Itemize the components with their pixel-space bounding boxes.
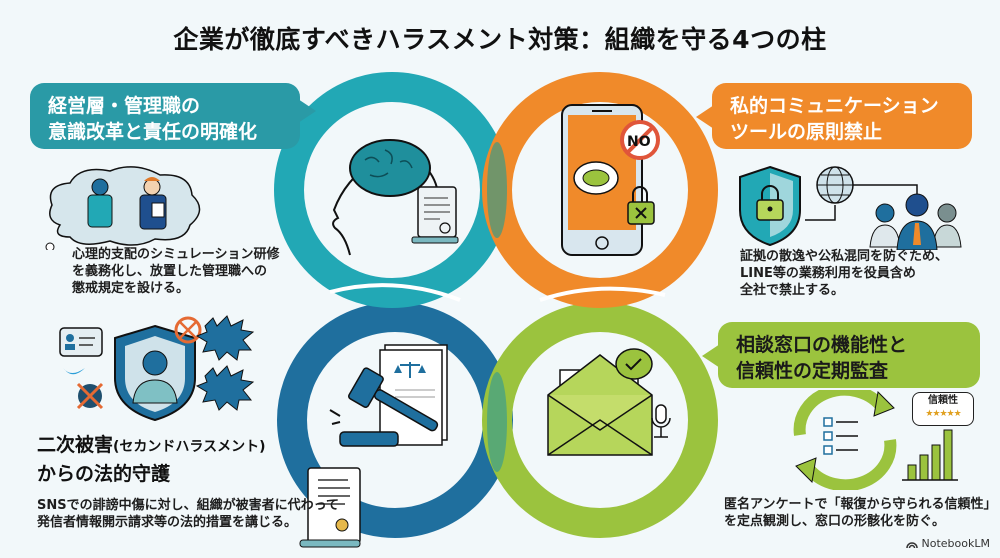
blue-ring bbox=[277, 302, 513, 538]
gavel-icon bbox=[329, 344, 448, 447]
envelope-icon bbox=[547, 348, 671, 456]
pillar-secondary-harm-description: SNSでの誹謗中傷に対し、組織が被害者に代わって 発信者情報開示請求等の法的措置… bbox=[37, 498, 339, 530]
green-ring bbox=[482, 302, 718, 538]
pillar-management-heading: 経営層・管理職の 意識改革と責任の明確化 bbox=[30, 83, 316, 149]
cycle-checklist-illustration bbox=[793, 390, 958, 490]
pillar-management-description: 心理的支配のシミュレーション研修 を義務化し、放置した管理職への 懲戒規定を設け… bbox=[72, 247, 280, 296]
page-title: 企業が徹底すべきハラスメント対策：組織を守る4つの柱 bbox=[173, 25, 827, 54]
pillar-consultation-audit-description: 匿名アンケートで「報復から守られる信頼性」 を定点観測し、窓口の形骸化を防ぐ。 bbox=[724, 497, 997, 529]
rating-badge: 信頼性 ★★★★★ bbox=[912, 392, 974, 426]
footer-brand: NotebookLM bbox=[905, 537, 990, 550]
star-rating-icon: ★★★★★ bbox=[925, 409, 961, 419]
smartphone-icon: NO bbox=[561, 104, 660, 256]
pillar-secondary-harm-heading: 二次被害(セカンドハラスメント) からの法的守護 bbox=[37, 434, 266, 485]
pillar-private-tools-heading: 私的コミュニケーション ツールの原則禁止 bbox=[696, 83, 972, 149]
svg-text:NO: NO bbox=[627, 134, 651, 150]
teal-ring bbox=[274, 72, 510, 308]
brain-head-icon bbox=[332, 139, 459, 256]
shield-person-sns-illustration bbox=[59, 315, 255, 422]
notebooklm-logo-icon bbox=[905, 541, 918, 548]
pillar-private-tools-description: 証拠の散逸や公私混同を防ぐため、 LINE等の業務利用を役員含め 全社で禁止する… bbox=[740, 249, 949, 298]
shield-lock-globe-people-illustration bbox=[739, 165, 962, 250]
pillar-consultation-audit-heading: 相談窓口の機能性と 信頼性の定期監査 bbox=[702, 322, 980, 388]
orange-ring bbox=[482, 72, 718, 308]
rating-label: 信頼性 bbox=[928, 395, 958, 406]
thought-cloud-illustration bbox=[45, 166, 201, 250]
